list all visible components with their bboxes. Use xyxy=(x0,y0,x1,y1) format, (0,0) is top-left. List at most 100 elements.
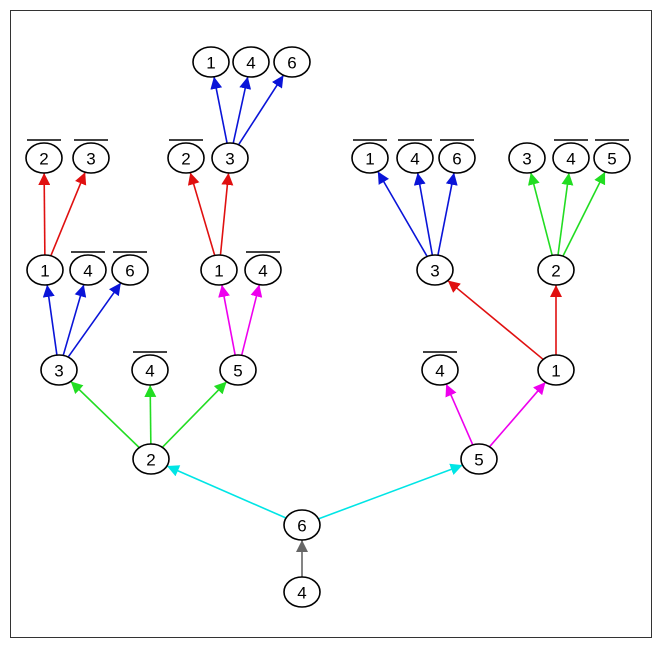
node-n1a: 1 xyxy=(26,254,64,286)
node-n1g: 1 xyxy=(537,354,575,386)
node-n4root: 4 xyxy=(283,576,321,608)
node-label: 1 xyxy=(365,150,374,169)
node-n1i: 1 xyxy=(351,139,389,174)
red-edge-n1g-to-n3h xyxy=(447,279,544,361)
node-ellipse xyxy=(111,254,149,286)
red-edge-n1d-to-n3e xyxy=(219,172,234,256)
node-n3a: 3 xyxy=(40,354,78,386)
node-label: 4 xyxy=(258,262,267,281)
node-label: 4 xyxy=(566,150,575,169)
node-label: 5 xyxy=(474,451,483,470)
node-ellipse xyxy=(537,254,575,286)
node-n2e: 2 xyxy=(167,139,205,174)
node-label: 3 xyxy=(225,150,234,169)
node-label: 6 xyxy=(452,150,461,169)
blue-edge-n3h-to-n1i xyxy=(377,171,428,257)
node-n5R: 5 xyxy=(460,443,498,475)
node-label: 4 xyxy=(83,262,92,281)
green-edge-n2h-to-n4j xyxy=(557,172,574,256)
node-n3c: 3 xyxy=(72,139,110,174)
green-edge-n2L-to-n3a xyxy=(70,380,140,449)
node-ellipse xyxy=(72,142,110,174)
node-ellipse xyxy=(211,142,249,174)
node-label: 3 xyxy=(522,150,531,169)
node-ellipse xyxy=(167,142,205,174)
node-ellipse xyxy=(593,142,631,174)
blue-edge-n3e-to-n1f xyxy=(210,76,228,144)
edges-layer xyxy=(38,74,606,577)
node-ellipse xyxy=(283,576,321,608)
node-ellipse xyxy=(537,354,575,386)
node-ellipse xyxy=(552,142,590,174)
node-ellipse xyxy=(25,142,63,174)
node-label: 1 xyxy=(40,262,49,281)
node-ellipse xyxy=(219,354,257,386)
node-label: 2 xyxy=(146,451,155,470)
node-n3e: 3 xyxy=(211,142,249,174)
node-n6i: 6 xyxy=(438,139,476,174)
magenta-edge-n5a-to-n4d xyxy=(240,284,263,356)
node-n5j: 5 xyxy=(593,139,631,174)
blue-edge-n3a-to-n4b xyxy=(62,284,87,356)
blue-edge-n3h-to-n6i xyxy=(437,172,458,256)
node-label: 6 xyxy=(125,262,134,281)
node-label: 2 xyxy=(39,150,48,169)
node-ellipse xyxy=(26,254,64,286)
blue-edge-n3h-to-n4i xyxy=(413,172,434,256)
node-n2c: 2 xyxy=(25,139,63,174)
node-ellipse xyxy=(396,142,434,174)
cyan-edge-n6r-to-n2L xyxy=(166,465,287,519)
node-ellipse xyxy=(232,46,270,78)
node-ellipse xyxy=(40,354,78,386)
node-ellipse xyxy=(421,354,459,386)
node-ellipse xyxy=(416,254,454,286)
node-label: 2 xyxy=(181,150,190,169)
node-label: 3 xyxy=(430,262,439,281)
node-n4i: 4 xyxy=(396,139,434,174)
node-ellipse xyxy=(244,254,282,286)
node-ellipse xyxy=(192,46,230,78)
magenta-edge-n5R-to-n1g xyxy=(488,381,547,448)
node-n3h: 3 xyxy=(416,254,454,286)
node-label: 1 xyxy=(214,262,223,281)
magenta-edge-n5a-to-n1d xyxy=(218,284,236,356)
node-n5a: 5 xyxy=(219,354,257,386)
node-n4d: 4 xyxy=(244,251,282,286)
blue-edge-n3e-to-n4f xyxy=(232,76,252,144)
node-n2L: 2 xyxy=(132,443,170,475)
node-label: 4 xyxy=(246,54,255,73)
node-label: 1 xyxy=(551,362,560,381)
magenta-edge-n5R-to-n4g xyxy=(445,383,474,446)
node-ellipse xyxy=(460,443,498,475)
red-edge-n1d-to-n2e xyxy=(187,172,216,256)
node-label: 5 xyxy=(233,362,242,381)
node-n4f: 4 xyxy=(232,46,270,78)
node-label: 4 xyxy=(410,150,419,169)
node-ellipse xyxy=(283,509,321,541)
node-ellipse xyxy=(508,142,546,174)
node-n3j: 3 xyxy=(508,142,546,174)
node-n1d: 1 xyxy=(200,254,238,286)
green-edge-n2L-to-n5a xyxy=(161,381,228,448)
node-n4g: 4 xyxy=(421,351,459,386)
node-label: 6 xyxy=(287,54,296,73)
node-label: 1 xyxy=(206,54,215,73)
node-ellipse xyxy=(273,46,311,78)
node-n6f: 6 xyxy=(273,46,311,78)
node-ellipse xyxy=(200,254,238,286)
node-n2h: 2 xyxy=(537,254,575,286)
node-label: 6 xyxy=(297,517,306,536)
node-n4j: 4 xyxy=(552,139,590,174)
node-ellipse xyxy=(131,354,169,386)
node-label: 4 xyxy=(145,362,154,381)
node-label: 2 xyxy=(551,262,560,281)
node-n6b: 6 xyxy=(111,251,149,286)
node-ellipse xyxy=(438,142,476,174)
diagram-frame xyxy=(10,10,652,638)
green-edge-n2h-to-n5j xyxy=(562,171,606,257)
node-label: 4 xyxy=(297,584,306,603)
green-edge-n2L-to-n4a xyxy=(144,384,157,445)
blue-edge-n3e-to-n6f xyxy=(237,74,285,146)
node-n6r: 6 xyxy=(283,509,321,541)
